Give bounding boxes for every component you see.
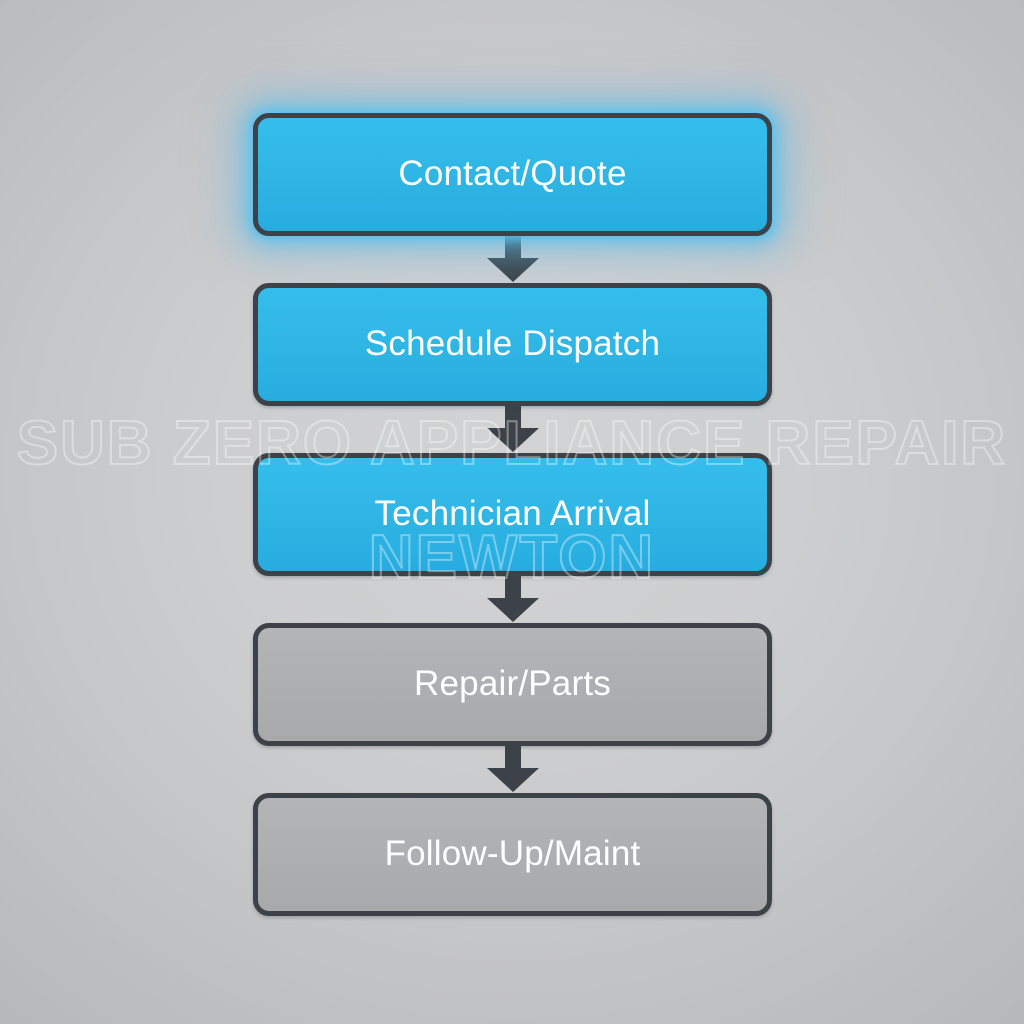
arrow-down-icon xyxy=(486,576,539,622)
flow-connector-4 xyxy=(253,746,772,793)
arrow-down-icon xyxy=(486,746,539,792)
flow-connector-2 xyxy=(253,406,772,453)
flow-node-technician-arrival[interactable]: Technician Arrival xyxy=(253,453,772,576)
arrow-down-icon xyxy=(486,406,539,452)
flow-node-label: Repair/Parts xyxy=(414,664,611,704)
flow-node-follow-up-maint[interactable]: Follow-Up/Maint xyxy=(253,793,772,916)
flow-node-label: Schedule Dispatch xyxy=(364,324,661,364)
arrow-down-icon xyxy=(486,236,539,282)
flow-connector-1 xyxy=(253,236,772,283)
flow-connector-3 xyxy=(253,576,772,623)
flow-node-repair-parts[interactable]: Repair/Parts xyxy=(253,623,772,746)
flow-node-label: Technician Arrival xyxy=(374,494,651,534)
flow-node-contact-quote[interactable]: Contact/Quote xyxy=(253,113,772,236)
flow-node-label: Contact/Quote xyxy=(398,154,627,194)
flow-node-label: Follow-Up/Maint xyxy=(384,834,641,874)
flowchart: Contact/Quote Schedule Dispatch Technici… xyxy=(253,113,772,916)
flow-node-schedule-dispatch[interactable]: Schedule Dispatch xyxy=(253,283,772,406)
